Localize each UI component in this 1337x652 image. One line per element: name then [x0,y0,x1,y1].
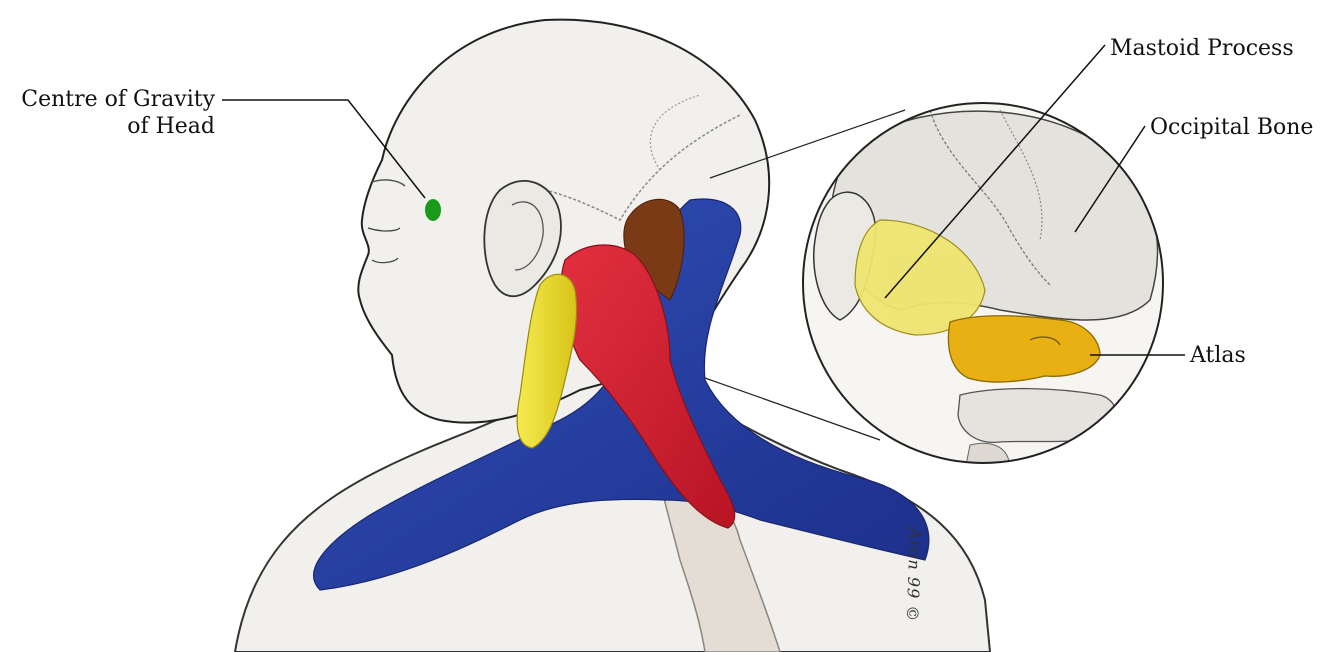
centre-of-gravity-line1: Centre of Gravity [10,86,215,113]
occipital-bone-label: Occipital Bone [1150,114,1313,141]
inset-detail [803,103,1163,470]
artist-signature: Aron 99 © [903,527,925,622]
mastoid-process-label: Mastoid Process [1110,35,1294,62]
centre-of-gravity-marker [425,199,441,221]
centre-of-gravity-label: Centre of Gravity of Head [10,86,215,140]
centre-of-gravity-line2: of Head [10,113,215,140]
atlas-label: Atlas [1190,342,1246,369]
